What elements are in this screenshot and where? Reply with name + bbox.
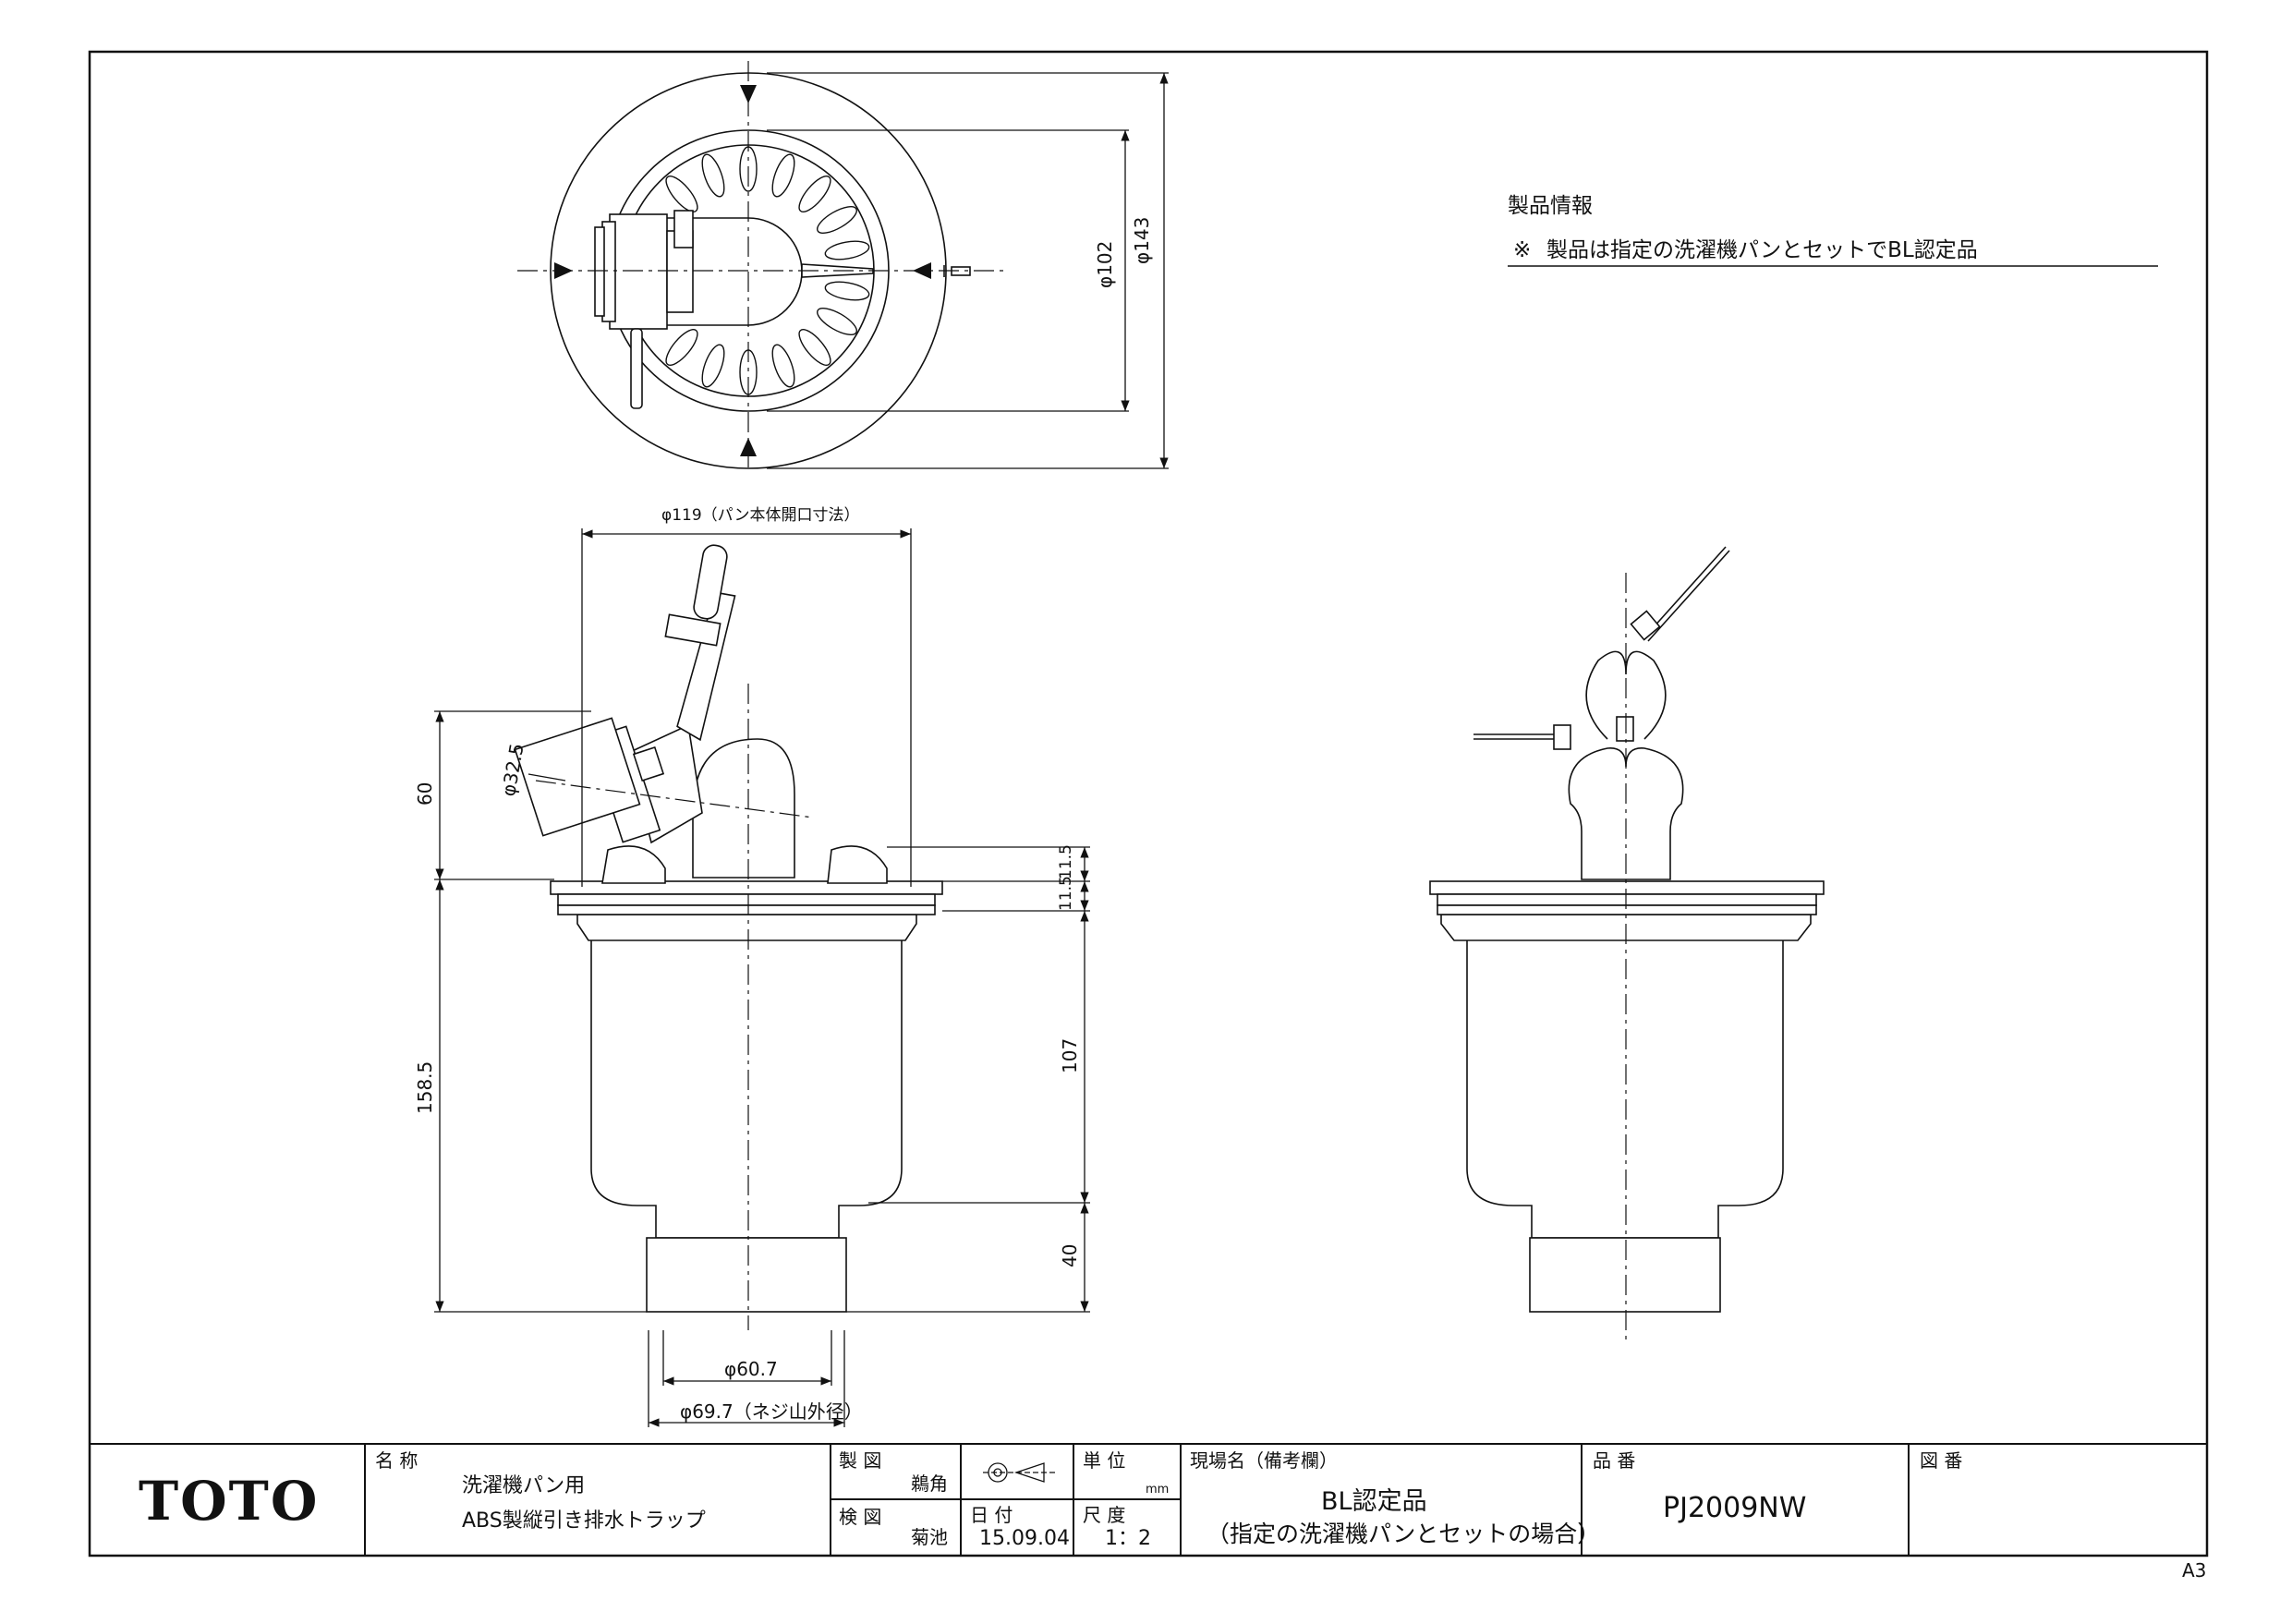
dim-height-107: 107: [1059, 1037, 1081, 1073]
date-value: 15.09.04: [979, 1527, 1070, 1550]
name-line2: ABS製縦引き排水トラップ: [462, 1509, 706, 1533]
sheet-size: A3: [2182, 1559, 2207, 1582]
projection-symbol: [983, 1462, 1055, 1483]
part-number: PJ2009NW: [1663, 1492, 1807, 1524]
dim-height-158-5: 158.5: [414, 1060, 436, 1114]
site-line1: BL認定品: [1321, 1487, 1427, 1516]
dim-height-40: 40: [1059, 1243, 1081, 1267]
top-view-dimension-lines: [767, 72, 1169, 469]
date-label: 日 付: [970, 1504, 1013, 1526]
product-info-note-mark: ※: [1513, 238, 1532, 262]
dim-outer-diameter: φ143: [1131, 216, 1153, 264]
dim-height-11-5-b: 11.5: [1057, 876, 1075, 911]
checked-label: 検 図: [839, 1506, 882, 1528]
title-block-grid: [90, 1443, 2207, 1556]
unit-value: mm: [1146, 1483, 1170, 1497]
toto-logo: TOTO: [139, 1470, 320, 1533]
front-view-dimension-lines: [434, 528, 1090, 1427]
top-view-centerlines: [517, 61, 1007, 473]
scale-label: 尺 度: [1083, 1504, 1126, 1526]
unit-label: 単 位: [1083, 1449, 1126, 1472]
drawing-frame: [88, 50, 2209, 1557]
dim-height-60: 60: [414, 782, 436, 806]
section-arrows: [554, 85, 931, 456]
dim-bottom-diameter: φ60.7: [724, 1358, 778, 1380]
dim-height-11-5-a: 11.5: [1057, 844, 1075, 879]
part-label: 品 番: [1593, 1449, 1636, 1472]
dim-thread-diameter: φ69.7（ネジ山外径）: [680, 1400, 863, 1423]
scale-value: 1：2: [1105, 1527, 1151, 1550]
dim-pan-opening: φ119（パン本体開口寸法）: [661, 506, 860, 525]
drawing-no-label: 図 番: [1920, 1449, 1963, 1472]
site-line2: （指定の洗濯機パンとセットの場合）: [1207, 1521, 1601, 1547]
name-label: 名 称: [375, 1449, 418, 1472]
side-view: [1429, 546, 1825, 1313]
front-view: [514, 544, 943, 1313]
drawn-label: 製 図: [839, 1449, 882, 1472]
dim-inner-diameter: φ102: [1094, 240, 1116, 288]
checked-by: 菊池: [911, 1526, 948, 1548]
name-line1: 洗濯機パン用: [462, 1474, 586, 1497]
site-label: 現場名（備考欄）: [1190, 1449, 1338, 1472]
drawn-by: 鵜角: [911, 1473, 948, 1495]
product-info-note: 製品は指定の洗濯機パンとセットでBL認定品: [1546, 238, 1978, 262]
product-info-heading: 製品情報: [1508, 194, 1593, 218]
